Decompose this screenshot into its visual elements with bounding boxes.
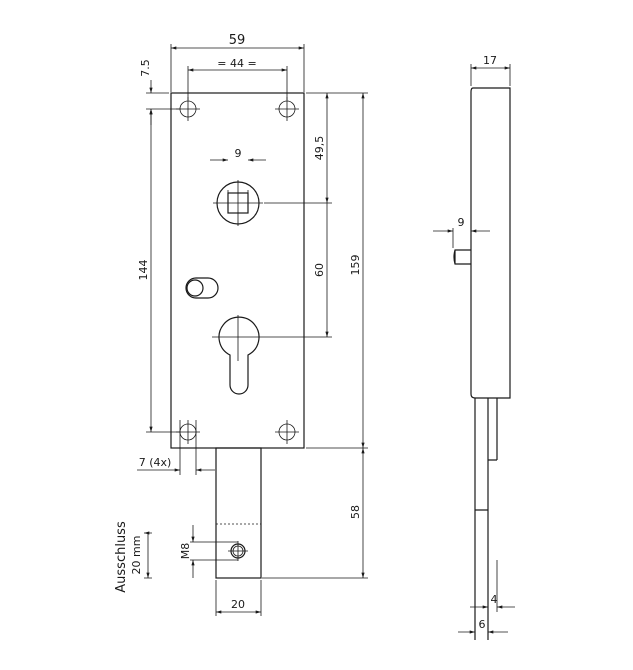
dim-latch: 9: [458, 216, 465, 229]
dim-top-offset: 7.5: [139, 59, 152, 77]
dim-bolt-a: 4: [491, 593, 498, 606]
dim-spindle-to-cylinder: 60: [313, 263, 326, 277]
dim-hole-height: 144: [137, 260, 150, 281]
dim-height: 159: [349, 255, 362, 276]
side-view: 17 9 4 6: [433, 54, 515, 640]
latch-knob: [185, 277, 219, 299]
dim-spindle-offset: 49,5: [313, 136, 326, 161]
dim-depth: 17: [483, 54, 497, 67]
cylinder-cutout: [212, 315, 262, 395]
dim-bolt-b: 6: [479, 618, 486, 631]
side-body: [470, 87, 511, 399]
bolt: [215, 447, 262, 579]
spindle-hole: [213, 180, 263, 226]
dim-bolt-width: 20: [231, 598, 245, 611]
dim-width: 59: [229, 33, 246, 48]
throw-value: 20 mm: [130, 536, 143, 575]
dim-spindle-width: 9: [235, 147, 242, 160]
front-view: 59 = 44 = 7.5 144 9 49,5 60 159 7 (4x) 5…: [114, 33, 368, 616]
dim-bolt-length: 58: [349, 505, 362, 519]
throw-label: Ausschluss: [114, 521, 129, 593]
side-latch: [453, 249, 471, 265]
dim-hole-spacing: = 44 =: [217, 57, 256, 70]
dim-hole-diameter: 7 (4x): [139, 456, 172, 469]
dim-thread: M8: [179, 543, 192, 560]
side-bolt: [474, 398, 498, 640]
